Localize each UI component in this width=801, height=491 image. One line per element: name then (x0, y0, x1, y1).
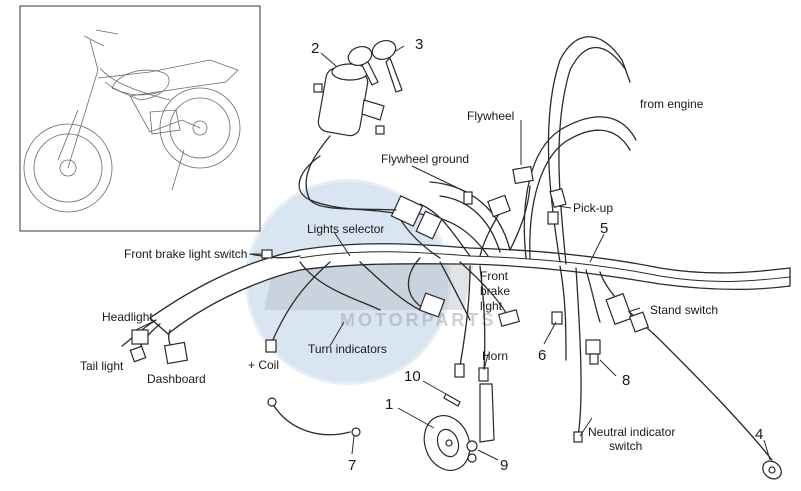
callout-6: 6 (538, 347, 546, 364)
label-pick-up: Pick-up (573, 201, 613, 215)
pickup-connector-2 (547, 211, 559, 225)
label-tail-light: Tail light (80, 359, 124, 373)
label-dashboard: Dashboard (147, 372, 206, 386)
watermark-globe (248, 182, 448, 382)
horn-bracket (466, 383, 495, 463)
callout-9: 9 (500, 457, 508, 474)
ignition-screws (313, 83, 385, 135)
label-front-brake-light-switch: Front brake light switch (124, 247, 247, 261)
horn (423, 415, 471, 471)
dashboard-connector (163, 341, 189, 365)
main-harness (121, 36, 791, 461)
label-horn: Horn (482, 349, 508, 363)
harness-loom (148, 243, 791, 335)
stand-switch-sensor (762, 460, 782, 480)
label-front-brake-light-1: Front (480, 269, 509, 283)
front-brake-switch-connector (261, 249, 273, 259)
watermark-text: MOTORPARTS (340, 310, 496, 330)
motorcycle-sketch (23, 29, 241, 213)
horn-connector-b (478, 367, 489, 382)
connectors (129, 165, 650, 443)
central-connector (487, 194, 511, 218)
stand-switch-connector-2 (628, 311, 650, 333)
connector-6 (551, 311, 563, 325)
label-from-engine: from engine (640, 97, 704, 111)
label-lights-selector: Lights selector (307, 222, 384, 236)
callout-7: 7 (348, 457, 356, 474)
labels: Flywheel from engine Flywheel ground Pic… (80, 97, 718, 453)
flywheel-ground-connector (463, 191, 473, 205)
label-neutral-indicator-2: switch (609, 439, 642, 453)
label-headlight: Headlight (102, 310, 153, 324)
coil-connector (265, 339, 277, 353)
keys (347, 39, 403, 93)
label-turn-indicators: Turn indicators (308, 342, 387, 356)
vehicle-inset (19, 5, 261, 232)
turn-indicator-connector (418, 292, 446, 318)
label-neutral-indicator-1: Neutral indicator (588, 425, 675, 439)
parts (267, 39, 782, 480)
tail-light-connector (129, 345, 147, 363)
ground-wire (267, 397, 361, 437)
callout-2: 2 (311, 40, 319, 57)
screw-10 (443, 393, 461, 407)
callout-4: 4 (755, 426, 763, 443)
callout-3: 3 (415, 36, 423, 53)
label-front-brake-light-2: brake (480, 284, 510, 298)
label-stand-switch: Stand switch (650, 303, 718, 317)
ignition-switch (305, 63, 397, 211)
inset-frame (19, 5, 261, 232)
label-coil: + Coil (248, 358, 279, 372)
front-brake-light-connector (498, 309, 520, 327)
callout-8: 8 (622, 372, 630, 389)
label-flywheel: Flywheel (467, 109, 514, 123)
lights-selector-connector (390, 195, 424, 227)
label-front-brake-light-3: light (480, 299, 503, 313)
headlight-connector (131, 329, 149, 345)
callout-10: 10 (404, 368, 421, 385)
flywheel-connector (512, 165, 534, 185)
neutral-switch (585, 339, 601, 365)
leader-lines (135, 45, 771, 461)
label-flywheel-ground: Flywheel ground (381, 152, 469, 166)
watermark: MOTORPARTS (245, 179, 496, 385)
callout-5: 5 (600, 220, 608, 237)
pickup-connector (549, 187, 567, 209)
stand-switch-connector (605, 292, 633, 326)
callout-1: 1 (385, 396, 393, 413)
horn-connector-a (454, 363, 465, 378)
callout-numbers: 1 2 3 4 5 6 7 8 9 10 (311, 36, 763, 474)
neutral-switch-terminal (573, 431, 583, 443)
lights-selector-connector-2 (415, 210, 443, 240)
